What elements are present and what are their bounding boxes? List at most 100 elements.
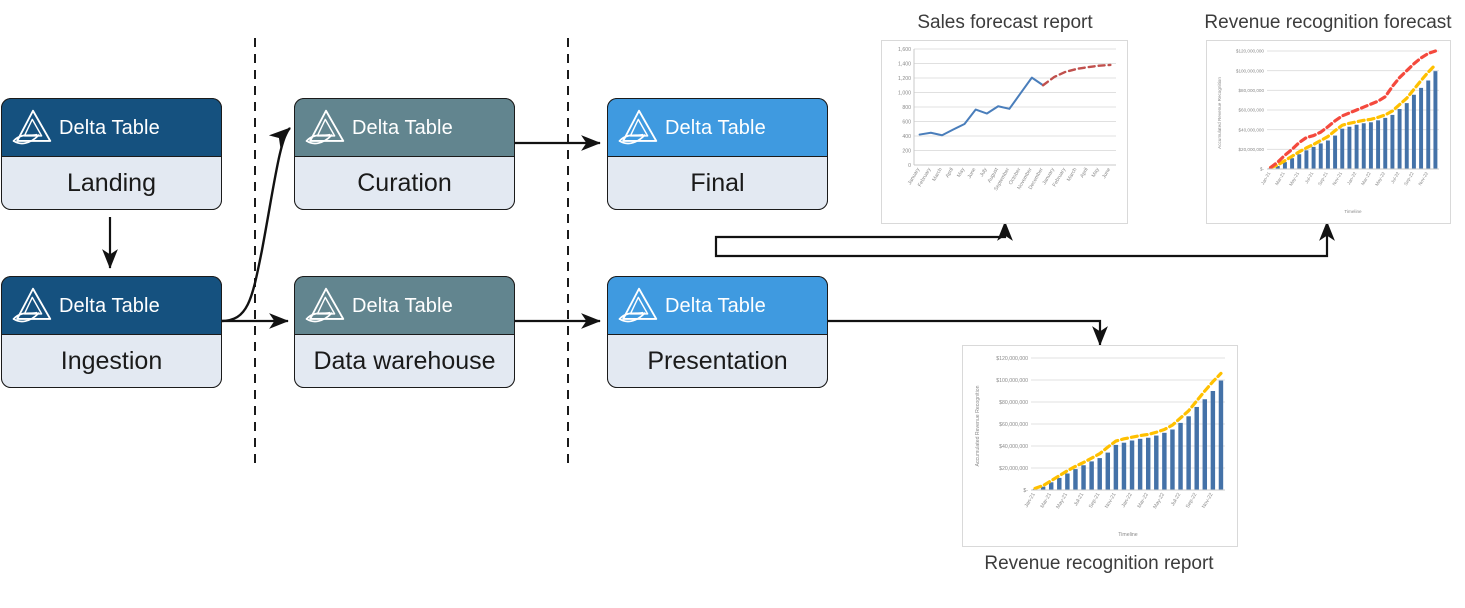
node-ingestion-label: Ingestion — [60, 346, 163, 375]
chart-title-sales-forecast-report: Sales forecast report — [917, 12, 1093, 33]
svg-text:Timeline: Timeline — [1118, 532, 1138, 538]
node-ingestion[interactable]: Delta Table Ingestion — [2, 277, 221, 387]
arrow-final-to-sales-forecast — [714, 221, 1013, 243]
node-data-warehouse[interactable]: Delta Table Data warehouse — [295, 277, 514, 387]
svg-text:Jul-22: Jul-22 — [1390, 171, 1401, 185]
svg-text:May-21: May-21 — [1055, 492, 1069, 510]
svg-text:May-21: May-21 — [1288, 171, 1300, 187]
svg-text:May-22: May-22 — [1152, 492, 1166, 510]
node-presentation-body: Presentation — [608, 335, 827, 387]
node-final-type-label: Delta Table — [665, 116, 766, 139]
node-final-label: Final — [690, 168, 745, 197]
svg-text:$120,000,000: $120,000,000 — [1236, 49, 1265, 54]
delta-lake-icon — [305, 109, 345, 145]
svg-text:$60,000,000: $60,000,000 — [1238, 108, 1264, 113]
svg-text:1,400: 1,400 — [898, 61, 911, 67]
delta-lake-icon — [618, 109, 658, 145]
node-curation-label: Curation — [357, 168, 452, 197]
node-landing-header: Delta Table — [2, 99, 221, 157]
node-landing-type-label: Delta Table — [59, 116, 160, 139]
svg-text:Jan-21: Jan-21 — [1024, 492, 1037, 509]
svg-text:Nov-21: Nov-21 — [1331, 171, 1343, 187]
svg-text:April: April — [1079, 167, 1089, 179]
svg-text:May-22: May-22 — [1374, 171, 1386, 187]
svg-text:Timeline: Timeline — [1344, 209, 1362, 214]
svg-text:Accumulated Revenue Recognitio: Accumulated Revenue Recognition — [975, 385, 981, 466]
svg-text:Sep-21: Sep-21 — [1088, 492, 1102, 510]
node-curation-header: Delta Table — [295, 99, 514, 157]
svg-text:June: June — [1101, 167, 1112, 180]
svg-text:$100,000,000: $100,000,000 — [996, 378, 1028, 384]
svg-text:$100,000,000: $100,000,000 — [1236, 68, 1265, 73]
svg-text:Mar-21: Mar-21 — [1274, 171, 1286, 186]
chart-title-revenue-recognition-report: Revenue recognition report — [984, 553, 1214, 574]
svg-text:Sep-22: Sep-22 — [1403, 171, 1415, 187]
node-landing-label: Landing — [67, 168, 156, 197]
svg-text:Jul-21: Jul-21 — [1073, 492, 1085, 507]
svg-text:$-: $- — [1023, 488, 1028, 494]
svg-text:1,600: 1,600 — [898, 47, 911, 53]
node-data-warehouse-label: Data warehouse — [313, 346, 496, 375]
node-landing[interactable]: Delta Table Landing — [2, 99, 221, 209]
svg-text:March: March — [1066, 167, 1078, 183]
svg-text:June: June — [967, 167, 978, 180]
node-ingestion-type-label: Delta Table — [59, 294, 160, 317]
node-final[interactable]: Delta Table Final — [608, 99, 827, 209]
svg-text:1,200: 1,200 — [898, 76, 911, 82]
svg-text:1,000: 1,000 — [898, 90, 911, 96]
svg-text:May: May — [956, 167, 966, 179]
svg-text:$60,000,000: $60,000,000 — [999, 422, 1028, 428]
node-presentation-header: Delta Table — [608, 277, 827, 335]
svg-text:Mar-22: Mar-22 — [1360, 171, 1372, 186]
arrow-presentation-to-revenue-report — [828, 319, 1108, 346]
svg-text:200: 200 — [902, 148, 911, 154]
svg-text:Nov-22: Nov-22 — [1417, 171, 1429, 187]
svg-text:Accumulated Revenue Recognitio: Accumulated Revenue Recognition — [1217, 77, 1222, 149]
svg-text:$40,000,000: $40,000,000 — [999, 444, 1028, 450]
svg-text:$20,000,000: $20,000,000 — [999, 466, 1028, 472]
chart-revenue-recognition-forecast[interactable]: $-$20,000,000$40,000,000$60,000,000$80,0… — [1206, 40, 1451, 224]
node-presentation[interactable]: Delta Table Presentation — [608, 277, 827, 387]
node-curation-body: Curation — [295, 157, 514, 209]
svg-text:July: July — [979, 167, 989, 178]
node-ingestion-body: Ingestion — [2, 335, 221, 387]
svg-text:Jul-21: Jul-21 — [1304, 171, 1315, 185]
svg-text:600: 600 — [902, 119, 911, 125]
svg-text:Mar-21: Mar-21 — [1040, 492, 1053, 509]
svg-text:Sep-21: Sep-21 — [1317, 171, 1329, 187]
arrow-ingestion-to-curation — [220, 127, 291, 323]
svg-text:Nov-22: Nov-22 — [1201, 492, 1215, 510]
node-data-warehouse-header: Delta Table — [295, 277, 514, 335]
delta-lake-icon — [12, 287, 52, 323]
svg-text:Jul-22: Jul-22 — [1170, 492, 1182, 507]
svg-text:$-: $- — [1260, 167, 1265, 172]
svg-text:0: 0 — [908, 163, 911, 169]
delta-lake-icon — [12, 109, 52, 145]
svg-text:Jan-22: Jan-22 — [1346, 171, 1358, 186]
svg-text:Jan-21: Jan-21 — [1260, 171, 1272, 186]
svg-text:March: March — [931, 167, 943, 183]
svg-text:$40,000,000: $40,000,000 — [1238, 127, 1264, 132]
node-final-header: Delta Table — [608, 99, 827, 157]
node-presentation-type-label: Delta Table — [665, 294, 766, 317]
svg-text:400: 400 — [902, 134, 911, 140]
svg-text:Nov-21: Nov-21 — [1104, 492, 1118, 510]
svg-text:Mar-22: Mar-22 — [1137, 492, 1150, 509]
node-curation[interactable]: Delta Table Curation — [295, 99, 514, 209]
node-data-warehouse-type-label: Delta Table — [352, 294, 453, 317]
svg-text:$120,000,000: $120,000,000 — [996, 356, 1028, 362]
svg-text:Jan-22: Jan-22 — [1121, 492, 1134, 509]
svg-text:May: May — [1091, 167, 1101, 179]
chart-revenue-recognition-report[interactable]: $- $20,000,000 $40,000,000 $60,000,000 $80,0… — [962, 345, 1238, 547]
node-ingestion-header: Delta Table — [2, 277, 221, 335]
svg-text:$80,000,000: $80,000,000 — [999, 400, 1028, 406]
node-final-body: Final — [608, 157, 827, 209]
arrow-final-to-revenue-forecast — [714, 221, 1335, 258]
node-presentation-label: Presentation — [647, 346, 788, 375]
svg-text:800: 800 — [902, 105, 911, 111]
delta-lake-icon — [305, 287, 345, 323]
node-landing-body: Landing — [2, 157, 221, 209]
svg-text:$80,000,000: $80,000,000 — [1238, 88, 1264, 93]
